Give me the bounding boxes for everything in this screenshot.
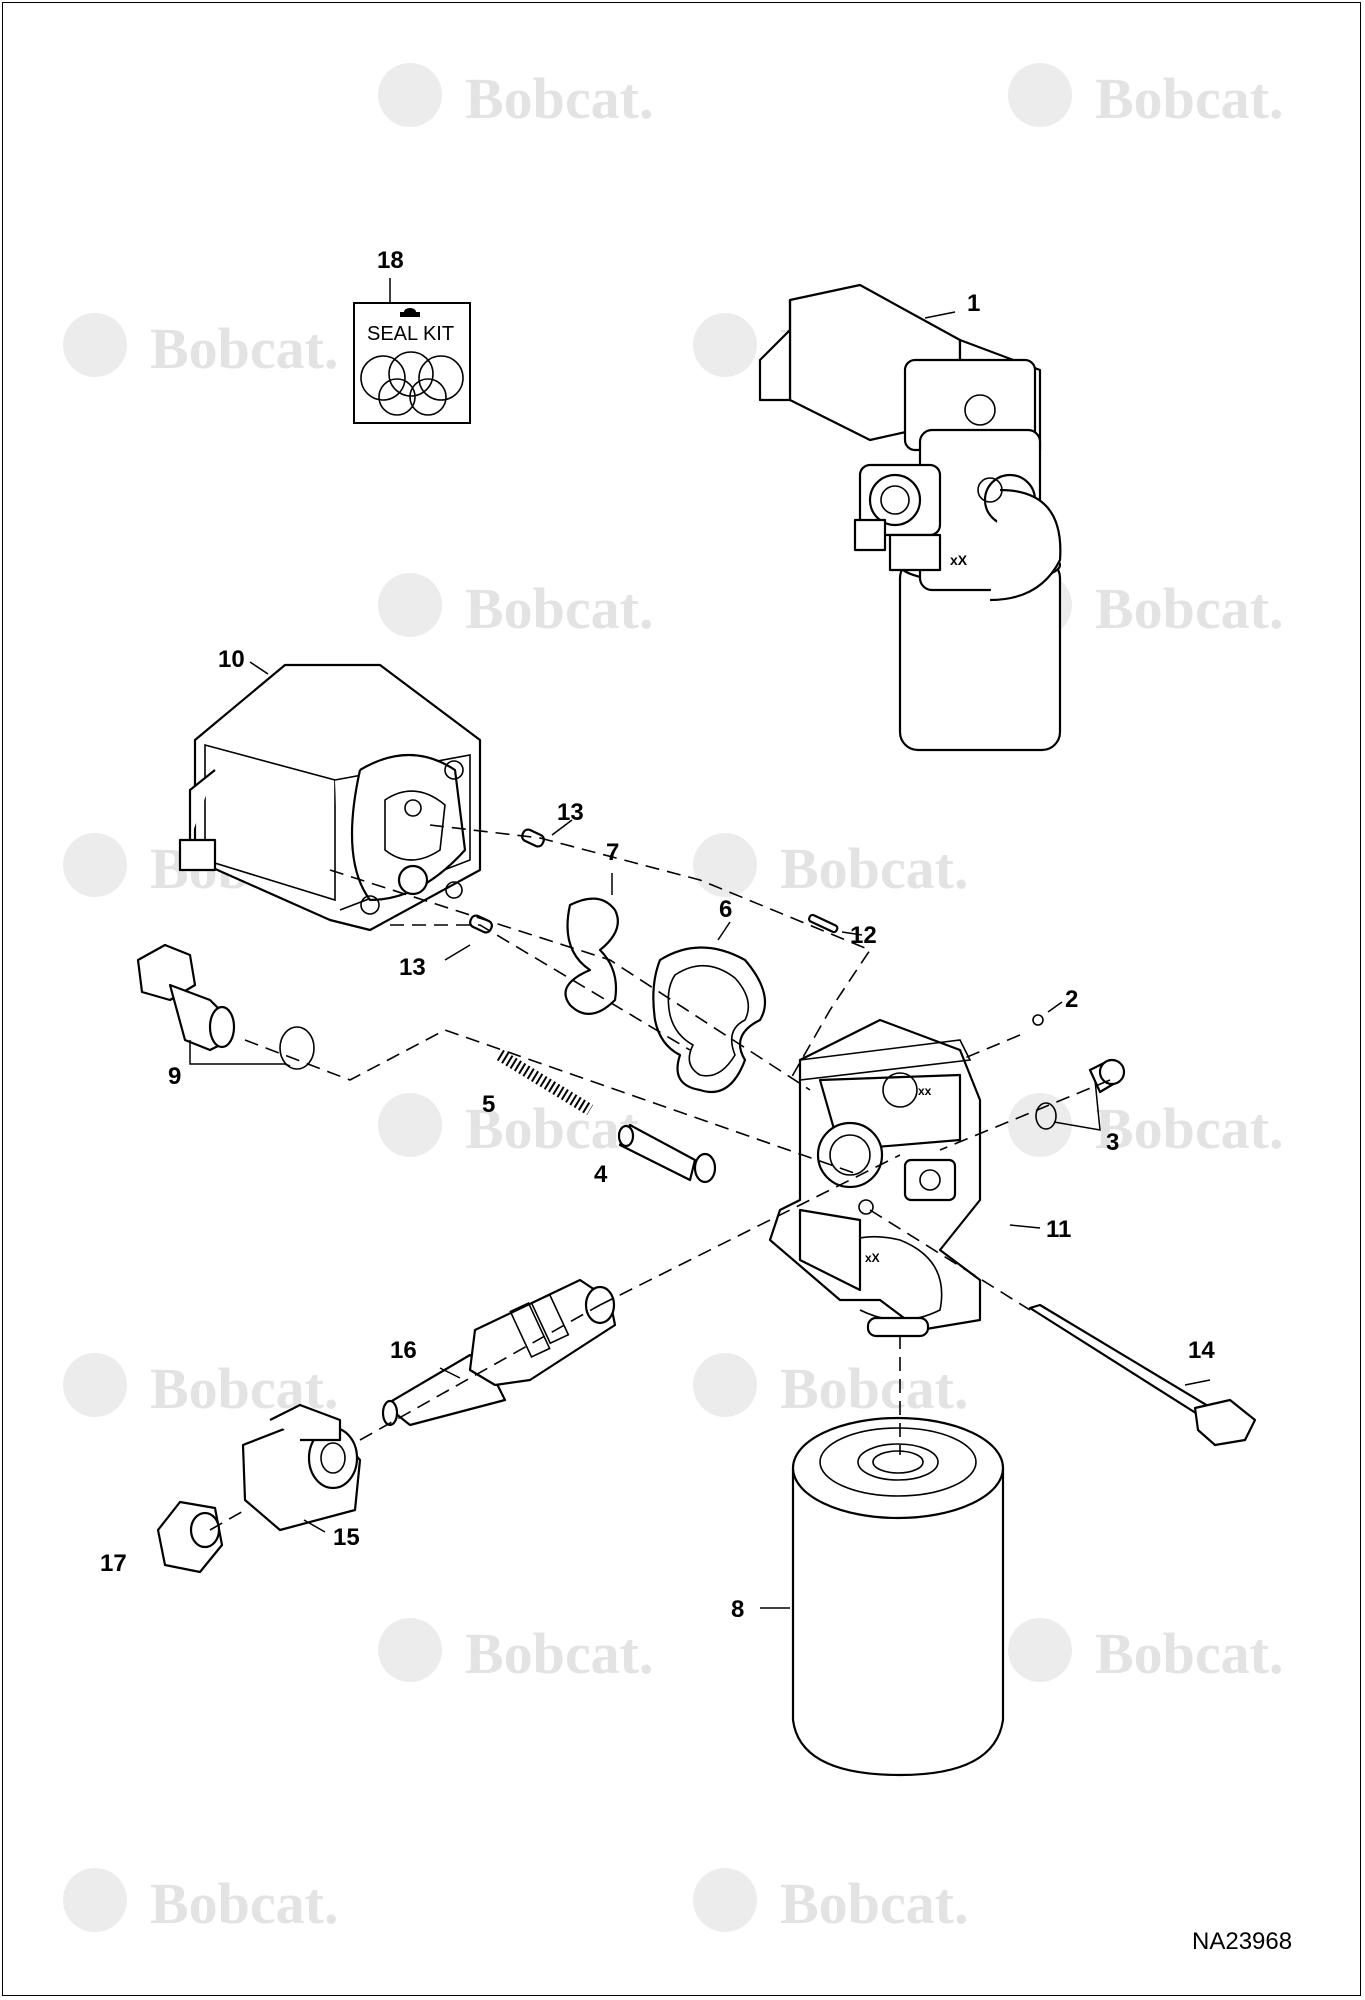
svg-text:Bobcat.: Bobcat. — [150, 1871, 339, 1936]
svg-text:Bobcat.: Bobcat. — [1095, 576, 1284, 641]
callout-9: 9 — [168, 1063, 181, 1090]
svg-text:Bobcat.: Bobcat. — [465, 576, 654, 641]
watermark-r4c2: Bobcat. — [693, 833, 969, 901]
seal-kit: SEAL KIT — [353, 278, 471, 424]
callout-13-lower: 13 — [399, 954, 426, 981]
filter-element — [760, 1416, 1005, 1777]
callout-18: 18 — [377, 247, 404, 274]
callout-16: 16 — [390, 1337, 417, 1364]
mounting-bolt — [1028, 1303, 1257, 1447]
watermark-r1c1: Bobcat. — [378, 63, 654, 131]
callout-2: 2 — [1065, 986, 1078, 1013]
callout-12: 12 — [850, 922, 877, 949]
callout-17: 17 — [100, 1550, 127, 1577]
callout-8: 8 — [731, 1596, 744, 1623]
poppet — [617, 1123, 717, 1184]
valve-filter-assembly: xX — [758, 283, 1062, 752]
callout-10: 10 — [218, 646, 245, 673]
watermark-r2c1: Bobcat. — [63, 313, 339, 381]
svg-text:Bobcat.: Bobcat. — [780, 836, 969, 901]
watermark-r7c2: Bobcat. — [1008, 1618, 1284, 1686]
valve-body: xx xX — [768, 1018, 1041, 1338]
callout-6: 6 — [719, 896, 732, 923]
svg-text:Bobcat.: Bobcat. — [1095, 1096, 1284, 1161]
watermark-r7c1: Bobcat. — [378, 1618, 654, 1686]
plug-and-o-ring — [1035, 1058, 1126, 1131]
svg-text:Bobcat.: Bobcat. — [150, 316, 339, 381]
callout-13-upper: 13 — [557, 799, 584, 826]
pin — [808, 913, 863, 936]
svg-text:Bobcat.: Bobcat. — [465, 66, 654, 131]
svg-text:Bobcat.: Bobcat. — [780, 1356, 969, 1421]
watermark-r5c1: Bobcat. — [378, 1093, 654, 1161]
svg-text:xX: xX — [950, 552, 968, 568]
drawing-number: NA23968 — [1192, 1928, 1292, 1955]
callout-1: 1 — [967, 290, 980, 317]
svg-text:xX: xX — [865, 1251, 880, 1265]
callout-3: 3 — [1106, 1129, 1119, 1156]
dowel-pin-upper — [521, 819, 573, 848]
svg-text:Bobcat.: Bobcat. — [1095, 66, 1284, 131]
fitting-and-o-ring — [136, 943, 315, 1070]
watermark-r3c1: Bobcat. — [378, 573, 654, 641]
check-ball — [1032, 1001, 1063, 1026]
cartridge-valve — [381, 1278, 617, 1427]
svg-text:Bobcat.: Bobcat. — [780, 1871, 969, 1936]
watermark-r6c2: Bobcat. — [693, 1353, 969, 1421]
assembly-center-lines — [209, 824, 1111, 1531]
valve-housing-top — [178, 661, 482, 932]
watermark-r5c2: Bobcat. — [1008, 1093, 1284, 1161]
svg-text:Bobcat.: Bobcat. — [465, 1621, 654, 1686]
svg-text:xx: xx — [918, 1084, 932, 1098]
callout-7: 7 — [606, 839, 619, 866]
watermark-r8c2: Bobcat. — [693, 1868, 969, 1936]
callout-15: 15 — [333, 1524, 360, 1551]
watermark-r8c1: Bobcat. — [63, 1868, 339, 1936]
separator-plate — [564, 873, 619, 1015]
coil-nut — [156, 1500, 224, 1574]
callout-4: 4 — [594, 1161, 608, 1188]
callout-14: 14 — [1188, 1337, 1215, 1364]
callout-labels: 1 2 3 4 5 6 7 8 9 10 11 12 13 13 14 15 1… — [100, 247, 1215, 1623]
svg-text:Bobcat.: Bobcat. — [1095, 1621, 1284, 1686]
solenoid-coil — [241, 1403, 362, 1533]
seal-kit-label: SEAL KIT — [367, 323, 454, 345]
watermark-r1c2: Bobcat. — [1008, 63, 1284, 131]
o-ring-gasket — [652, 921, 767, 1094]
callout-5: 5 — [482, 1091, 495, 1118]
callout-11: 11 — [1046, 1216, 1071, 1243]
